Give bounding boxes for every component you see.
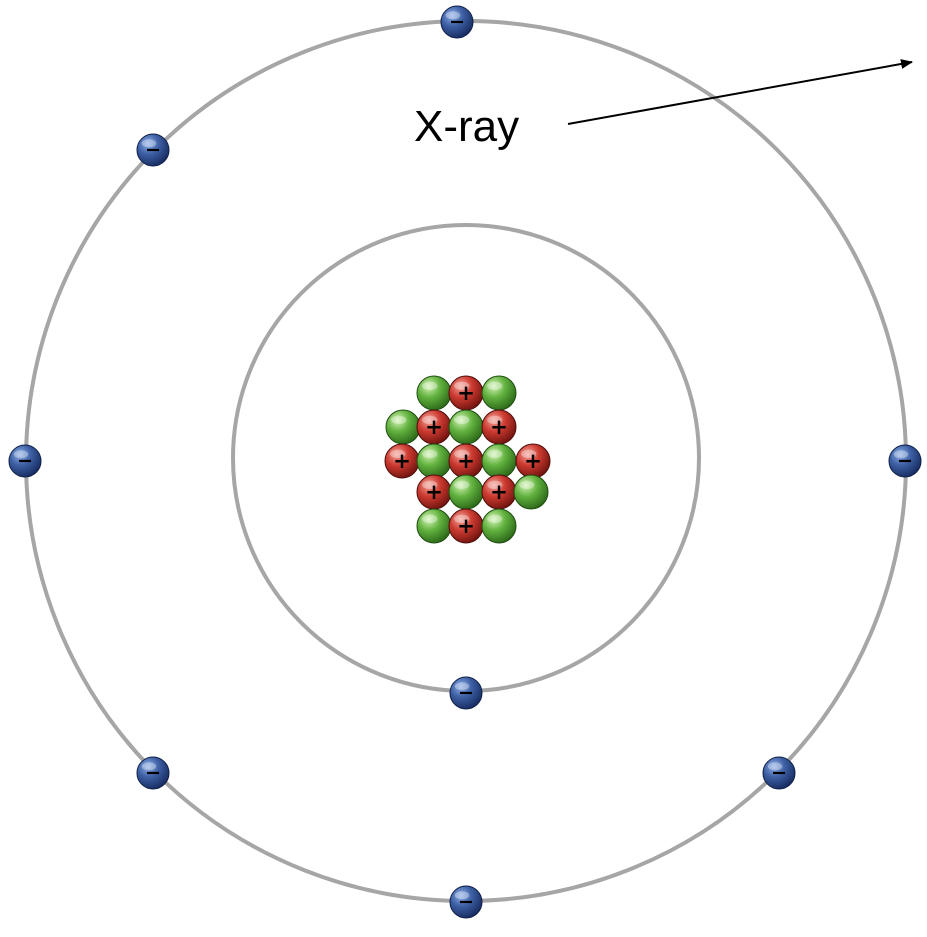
electrons: − − − − − − − − bbox=[8, 5, 922, 919]
neutron bbox=[481, 508, 517, 544]
neutron bbox=[448, 409, 484, 445]
neutron bbox=[481, 375, 517, 411]
electron: − bbox=[8, 444, 42, 478]
proton-symbol: + bbox=[524, 449, 542, 474]
proton-symbol: + bbox=[457, 381, 475, 406]
electron-symbol: − bbox=[897, 449, 913, 472]
electron: − bbox=[449, 885, 483, 919]
proton-symbol: + bbox=[425, 415, 443, 440]
electron: − bbox=[440, 5, 474, 39]
proton-symbol: + bbox=[490, 480, 508, 505]
electron: − bbox=[136, 133, 170, 167]
neutron bbox=[416, 443, 452, 479]
proton: + bbox=[416, 409, 452, 445]
proton-symbol: + bbox=[393, 449, 411, 474]
proton: + bbox=[448, 508, 484, 544]
proton-symbol: + bbox=[457, 449, 475, 474]
electron: − bbox=[888, 444, 922, 478]
proton: + bbox=[481, 409, 517, 445]
xray-label: X-ray bbox=[414, 102, 519, 151]
neutron bbox=[448, 474, 484, 510]
neutron bbox=[416, 375, 452, 411]
proton: + bbox=[448, 375, 484, 411]
proton-symbol: + bbox=[425, 480, 443, 505]
electron-symbol: − bbox=[449, 10, 465, 33]
electron-symbol: − bbox=[771, 761, 787, 784]
proton: + bbox=[515, 443, 551, 479]
proton-symbol: + bbox=[490, 415, 508, 440]
nucleus: + + + + + + + + + bbox=[384, 375, 551, 544]
neutron bbox=[513, 474, 549, 510]
proton: + bbox=[481, 474, 517, 510]
proton-symbol: + bbox=[457, 514, 475, 539]
electron-symbol: − bbox=[458, 681, 474, 704]
xray-arrow bbox=[567, 59, 913, 125]
neutron bbox=[416, 508, 452, 544]
electron-symbol: − bbox=[17, 449, 33, 472]
proton: + bbox=[416, 474, 452, 510]
neutron bbox=[385, 409, 421, 445]
electron-symbol: − bbox=[145, 761, 161, 784]
electron: − bbox=[449, 676, 483, 710]
electron-symbol: − bbox=[458, 890, 474, 913]
electron: − bbox=[762, 756, 796, 790]
electron: − bbox=[136, 756, 170, 790]
proton: + bbox=[448, 443, 484, 479]
proton: + bbox=[384, 443, 420, 479]
electron-symbol: − bbox=[145, 138, 161, 161]
neutron bbox=[481, 443, 517, 479]
